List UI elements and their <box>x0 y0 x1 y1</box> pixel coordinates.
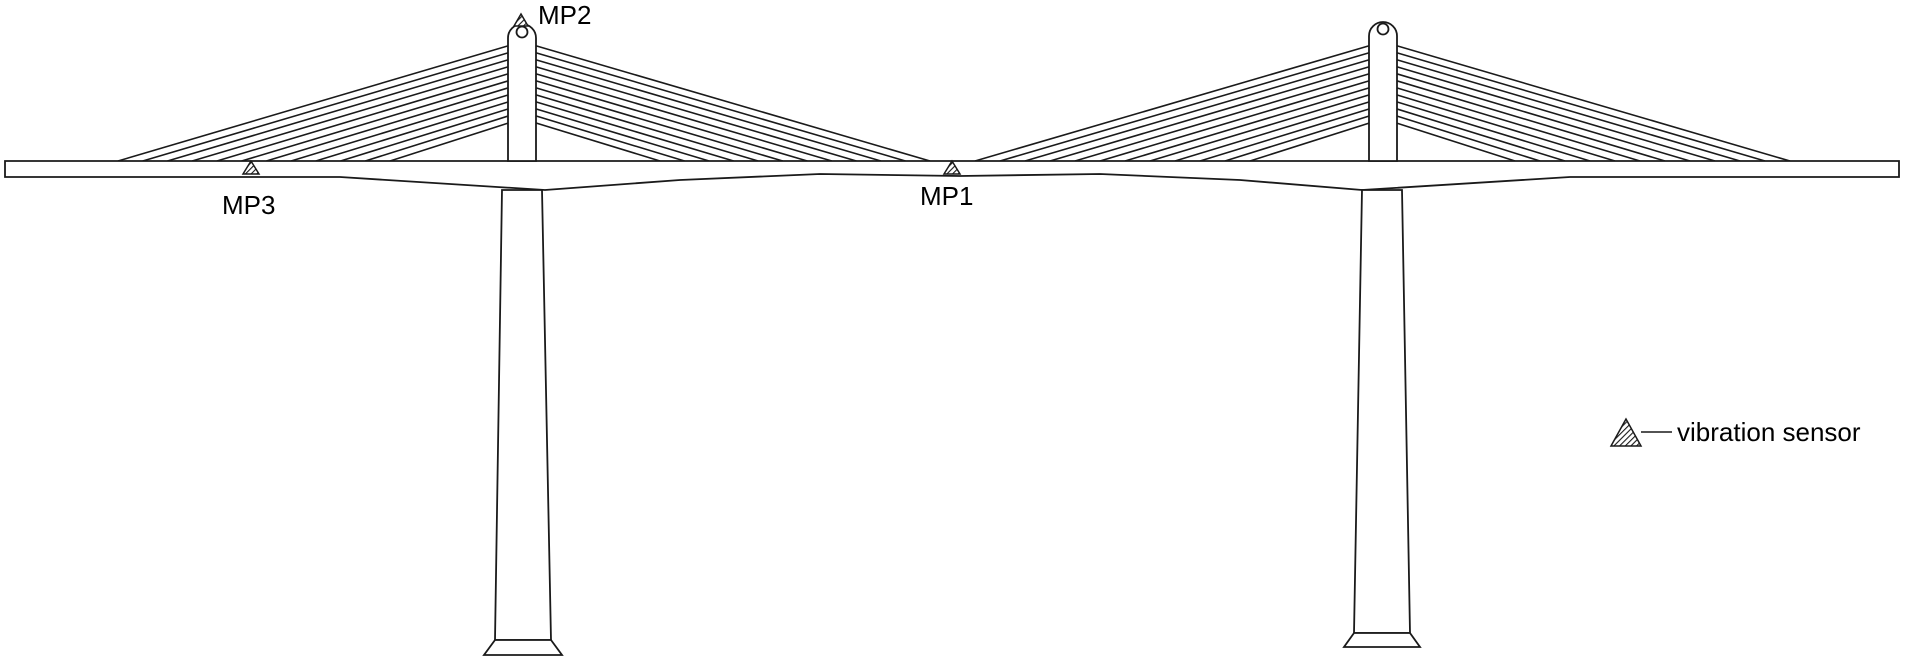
stay-cable <box>1024 55 1383 162</box>
sensor-mp2-icon <box>512 12 530 27</box>
stay-cable <box>1383 83 1641 162</box>
stay-cable <box>117 41 522 162</box>
sensor-mp3-icon <box>241 159 261 175</box>
stay-cable <box>1383 55 1741 162</box>
hatched-triangle-sensor-icon <box>1609 417 1643 447</box>
left-pier <box>482 189 564 656</box>
sensor-mp1-icon <box>942 159 962 175</box>
stay-cable <box>522 104 710 162</box>
legend: vibration sensor <box>1609 417 1861 447</box>
stay-cable <box>1383 90 1616 162</box>
label-mp3: MP3 <box>222 190 275 220</box>
stay-cable <box>522 76 808 162</box>
stay-cable <box>1383 97 1591 162</box>
stay-cable <box>1383 104 1566 162</box>
stay-cable <box>1074 69 1383 162</box>
stay-cable <box>290 90 522 162</box>
legend-label: vibration sensor <box>1677 417 1861 447</box>
right-pier <box>1342 189 1422 648</box>
stay-cable <box>241 76 522 162</box>
stay-cable <box>1383 76 1666 162</box>
stay-cable <box>974 41 1383 162</box>
stay-cable <box>1383 41 1791 162</box>
stay-cable <box>522 41 931 162</box>
stay-cable <box>522 111 685 162</box>
stay-cable <box>340 104 522 162</box>
stay-cable <box>522 62 857 162</box>
stay-cables-left-pylon <box>117 41 931 162</box>
stay-cable <box>389 118 522 162</box>
stay-cable <box>1383 48 1766 162</box>
stay-cables-right-pylon <box>974 41 1791 162</box>
stay-cable <box>216 69 522 162</box>
stay-cable <box>167 55 522 162</box>
stay-cable <box>1199 104 1383 162</box>
stay-cable <box>1249 118 1383 162</box>
stay-cable <box>1049 62 1383 162</box>
stay-cable <box>522 97 734 162</box>
stay-cable <box>1124 83 1383 162</box>
label-mp1: MP1 <box>920 181 973 211</box>
stay-cable <box>1383 62 1716 162</box>
stay-cable <box>365 111 522 162</box>
stay-cable <box>522 118 661 162</box>
stay-cable <box>1174 97 1383 162</box>
stay-cable <box>1099 76 1383 162</box>
stay-cable <box>522 55 882 162</box>
stay-cable <box>522 83 783 162</box>
stay-cable <box>191 62 522 162</box>
stay-cable <box>999 48 1383 162</box>
stay-cable <box>266 83 522 162</box>
stay-cable <box>1383 118 1516 162</box>
bridge-deck <box>4 160 1900 191</box>
right-pylon <box>1368 21 1398 162</box>
stay-cable <box>1224 111 1383 162</box>
stay-cable <box>142 48 522 162</box>
label-mp2: MP2 <box>538 0 591 30</box>
stay-cable <box>315 97 522 162</box>
stay-cable <box>522 90 759 162</box>
stay-cable <box>1383 111 1541 162</box>
stay-cable <box>1383 69 1691 162</box>
stay-cable <box>522 69 833 162</box>
left-pylon <box>507 23 537 162</box>
stay-cable <box>522 48 906 162</box>
stay-cable <box>1149 90 1383 162</box>
